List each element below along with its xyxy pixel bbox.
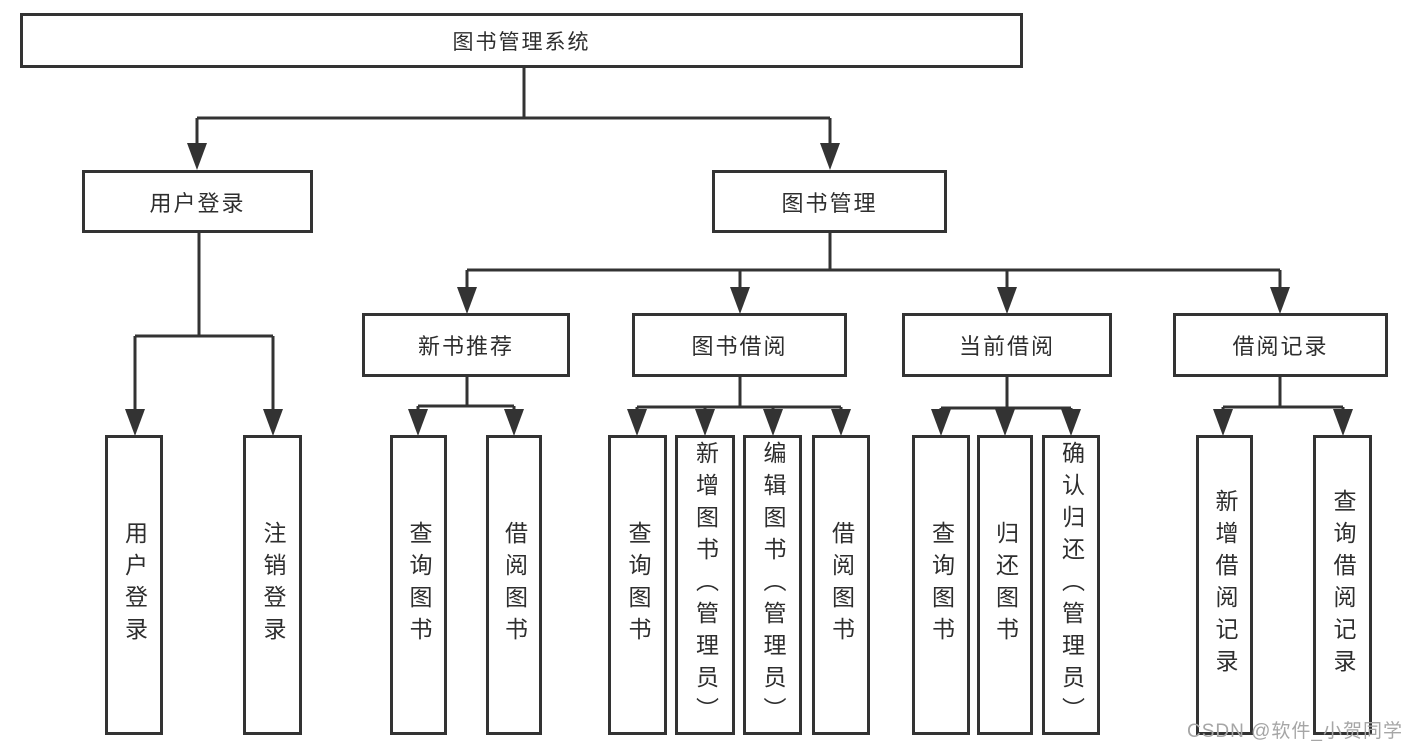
node-label: 确认归还（管理员） bbox=[1058, 441, 1085, 729]
node-user-login: 用户登录 bbox=[82, 170, 313, 233]
node-label: 查询图书 bbox=[928, 521, 955, 649]
node-label: 图书管理 bbox=[781, 190, 878, 216]
leaf-user-login: 用户登录 bbox=[105, 435, 163, 735]
node-label: 查询借阅记录 bbox=[1330, 489, 1356, 681]
leaf-query-borrow-record: 查询借阅记录 bbox=[1313, 435, 1372, 735]
node-label: 新增借阅记录 bbox=[1212, 489, 1238, 681]
node-label: 用户登录 bbox=[149, 190, 246, 216]
node-label: 借阅图书 bbox=[828, 521, 855, 649]
leaf-borrow-books-recommend: 借阅图书 bbox=[486, 435, 542, 735]
node-book-management: 图书管理 bbox=[712, 170, 947, 233]
node-label: 查询图书 bbox=[406, 521, 432, 649]
node-label: 编辑图书（管理员） bbox=[760, 441, 786, 729]
leaf-logout: 注销登录 bbox=[243, 435, 302, 735]
leaf-query-books-recommend: 查询图书 bbox=[390, 435, 447, 735]
node-label: 归还图书 bbox=[992, 521, 1019, 649]
csdn-watermark: CSDN @软件_小贺同学 bbox=[1187, 721, 1403, 742]
node-label: 用户登录 bbox=[121, 521, 148, 649]
leaf-edit-books-admin: 编辑图书（管理员） bbox=[743, 435, 802, 735]
node-label: 新增图书（管理员） bbox=[692, 441, 719, 729]
leaf-confirm-return-admin: 确认归还（管理员） bbox=[1042, 435, 1100, 735]
node-root-library-system: 图书管理系统 bbox=[20, 13, 1023, 68]
node-label: 注销登录 bbox=[260, 521, 286, 649]
node-label: 当前借阅 bbox=[958, 334, 1055, 359]
node-label: 新书推荐 bbox=[417, 334, 514, 359]
node-label: 借阅记录 bbox=[1232, 334, 1329, 359]
node-new-book-recommend: 新书推荐 bbox=[362, 313, 570, 377]
leaf-return-books: 归还图书 bbox=[977, 435, 1033, 735]
leaf-query-books-borrow: 查询图书 bbox=[608, 435, 667, 735]
node-current-borrowing: 当前借阅 bbox=[902, 313, 1112, 377]
node-borrowing-records: 借阅记录 bbox=[1173, 313, 1388, 377]
node-label: 图书借阅 bbox=[691, 334, 788, 359]
leaf-add-borrow-record: 新增借阅记录 bbox=[1196, 435, 1253, 735]
node-book-borrowing: 图书借阅 bbox=[632, 313, 847, 377]
node-label: 借阅图书 bbox=[501, 521, 528, 649]
leaf-add-books-admin: 新增图书（管理员） bbox=[675, 435, 735, 735]
leaf-borrow-books: 借阅图书 bbox=[812, 435, 870, 735]
node-label: 图书管理系统 bbox=[452, 30, 591, 54]
leaf-query-books-current: 查询图书 bbox=[912, 435, 970, 735]
node-label: 查询图书 bbox=[625, 521, 651, 649]
